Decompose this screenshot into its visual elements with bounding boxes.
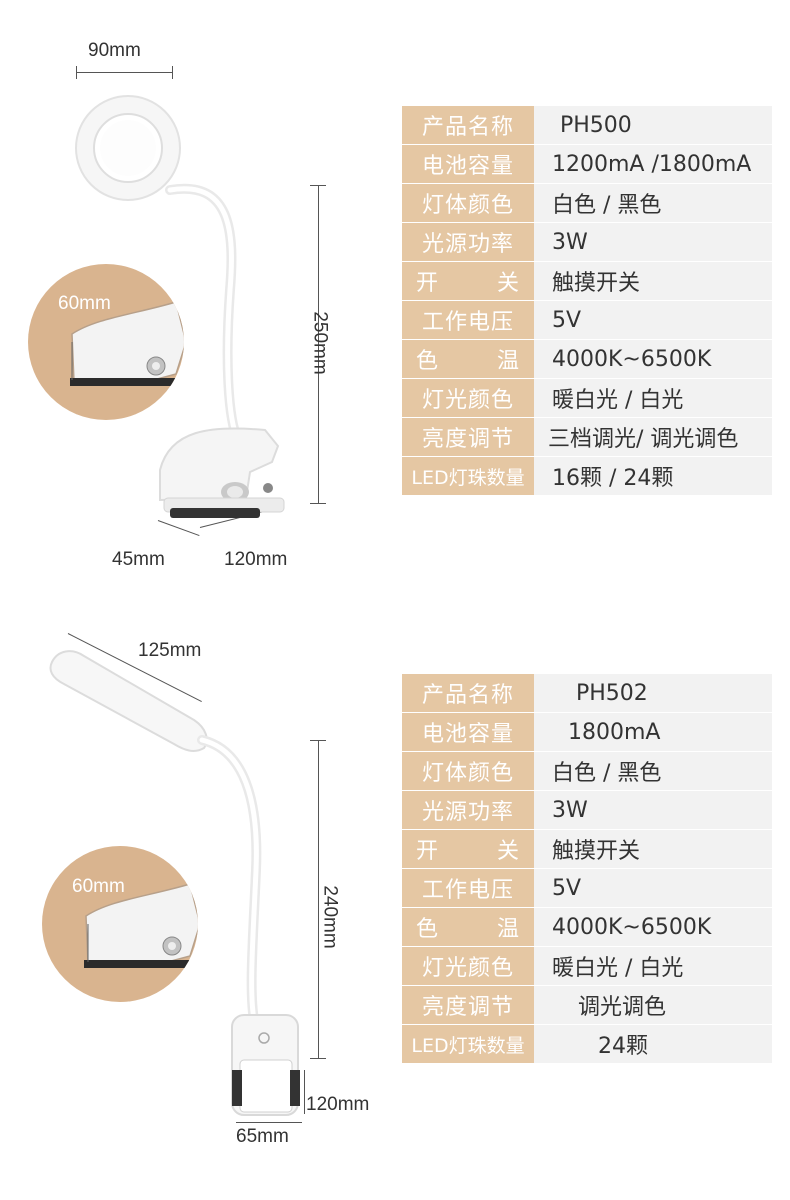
spec-label: 光源功率 — [402, 790, 534, 830]
dim-tick — [310, 185, 326, 186]
spec-label: 工作电压 — [402, 868, 534, 908]
spec-label: 灯光颜色 — [402, 378, 534, 418]
spec-value: 调光调色 — [534, 985, 772, 1025]
spec-label-part: 色 — [416, 349, 440, 374]
dim-width-label: 90mm — [88, 40, 141, 61]
dim-line-depth — [304, 1070, 305, 1114]
dim-line-height — [318, 185, 319, 503]
dim-height-label: 240mm — [319, 885, 341, 949]
spec-row: 亮度调节调光调色 — [402, 985, 772, 1025]
spec-label: 电池容量 — [402, 712, 534, 752]
spec-row: 灯体颜色白色 / 黑色 — [402, 751, 772, 791]
dim-line-width — [76, 72, 172, 73]
dim-tick — [172, 66, 173, 79]
dim-tick — [310, 740, 326, 741]
spec-value: 24颗 — [534, 1024, 772, 1064]
dim-line-base — [236, 1122, 302, 1123]
dim-base-label: 65mm — [236, 1126, 289, 1147]
spec-label: LED灯珠数量 — [402, 456, 534, 496]
spec-value: PH502 — [534, 674, 772, 713]
spec-label: 产品名称 — [402, 106, 534, 145]
spec-value: 1200mA /1800mA — [534, 144, 772, 184]
spec-value: 5V — [534, 300, 772, 340]
dim-line-height — [318, 740, 319, 1058]
spec-label-part: 色 — [416, 917, 440, 942]
product-section-ph502: 125mm 240mm 120mm 65mm 60mm — [0, 600, 790, 1200]
spec-label: 色温 — [402, 339, 534, 379]
spec-value: 白色 / 黑色 — [534, 183, 772, 223]
spec-label: 亮度调节 — [402, 985, 534, 1025]
spec-label: 亮度调节 — [402, 417, 534, 457]
spec-label: 工作电压 — [402, 300, 534, 340]
spec-value: PH500 — [534, 106, 772, 145]
spec-value: 4000K~6500K — [534, 907, 772, 947]
spec-label-part: 温 — [496, 349, 520, 374]
spec-label: 电池容量 — [402, 144, 534, 184]
spec-label: 灯体颜色 — [402, 183, 534, 223]
clip-detail-circle — [28, 264, 184, 420]
lamp-ph502-illustration — [49, 650, 300, 1116]
spec-value: 1800mA — [534, 712, 772, 752]
dim-clip-label: 60mm — [58, 293, 111, 314]
dim-width-label: 125mm — [138, 640, 202, 661]
spec-row: 灯光颜色暖白光 / 白光 — [402, 946, 772, 986]
spec-label-part: 关 — [496, 271, 520, 296]
dim-tick — [310, 503, 326, 504]
product-section-ph500: 90mm 250mm 45mm 120mm 60 — [28, 40, 772, 570]
spec-row: 灯体颜色白色 / 黑色 — [402, 183, 772, 223]
dim-height-label: 250mm — [309, 311, 331, 375]
spec-value: 3W — [534, 790, 772, 830]
dim-tick — [310, 1058, 326, 1059]
spec-value: 4000K~6500K — [534, 339, 772, 379]
dim-clip-label: 60mm — [72, 876, 125, 897]
lamp-ph500-illustration — [75, 95, 285, 518]
spec-row: 开关触摸开关 — [402, 261, 772, 301]
spec-value: 16颗 / 24颗 — [534, 456, 772, 496]
spec-label-part: 关 — [496, 839, 520, 864]
dim-base-label: 120mm — [224, 549, 288, 570]
spec-value: 触摸开关 — [534, 261, 772, 301]
spec-row: 开关触摸开关 — [402, 829, 772, 869]
spec-label-part: 温 — [496, 917, 520, 942]
spec-row: 亮度调节三档调光/ 调光调色 — [402, 417, 772, 457]
dim-depth-label: 45mm — [112, 549, 165, 570]
spec-label: 产品名称 — [402, 674, 534, 713]
spec-label-part: 开 — [416, 839, 440, 864]
spec-label: 灯光颜色 — [402, 946, 534, 986]
clip-detail-circle — [42, 846, 198, 1002]
spec-label-part: 开 — [416, 271, 440, 296]
spec-label: 色温 — [402, 907, 534, 947]
spec-label: 开关 — [402, 261, 534, 301]
spec-label: 开关 — [402, 829, 534, 869]
dim-tick — [76, 66, 77, 79]
spec-value: 3W — [534, 222, 772, 262]
spec-value: 5V — [534, 868, 772, 908]
spec-label: LED灯珠数量 — [402, 1024, 534, 1064]
spec-value: 白色 / 黑色 — [534, 751, 772, 791]
spec-value: 暖白光 / 白光 — [534, 378, 772, 418]
spec-value: 暖白光 / 白光 — [534, 946, 772, 986]
spec-label: 光源功率 — [402, 222, 534, 262]
spec-value: 三档调光/ 调光调色 — [534, 417, 772, 457]
spec-row: 灯光颜色暖白光 / 白光 — [402, 378, 772, 418]
spec-value: 触摸开关 — [534, 829, 772, 869]
spec-label: 灯体颜色 — [402, 751, 534, 791]
dim-depth-label: 120mm — [306, 1094, 370, 1115]
